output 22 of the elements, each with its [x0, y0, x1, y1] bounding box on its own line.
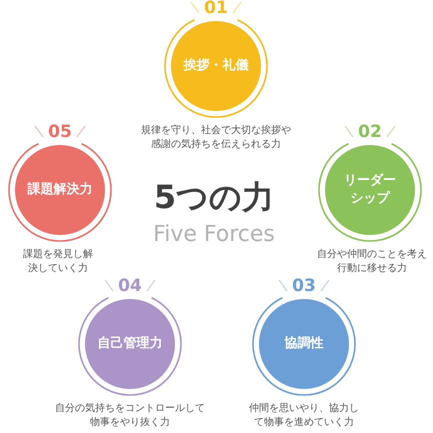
circle-node: [318, 124, 422, 242]
circle-node: [78, 278, 182, 396]
circle-node: [8, 124, 112, 242]
step-number: 02: [358, 124, 382, 141]
subtitle-text: Five Forces: [153, 222, 275, 248]
description-text: 課題を発見し解決していく力: [22, 248, 94, 276]
node-title: 自己管理力: [98, 335, 162, 353]
node-title: 課題解決力: [28, 181, 92, 199]
circle-node: [252, 278, 356, 396]
step-number: 04: [118, 278, 142, 295]
node-title: 挨拶・礼儀: [184, 57, 248, 75]
step-number: 01: [204, 0, 228, 17]
step-number: 05: [48, 124, 72, 141]
circle-node: [164, 0, 268, 118]
diagram-title: 5つの力: [154, 178, 274, 216]
node-title: リーダーシップ: [343, 172, 397, 208]
description-text: 規律を守り、社会で大切な挨拶や感謝の気持ちを伝えられる力: [140, 124, 292, 152]
node-title: 協調性: [284, 335, 324, 353]
description-text: 仲間を思いやり、協力して物事を進めていく力: [248, 402, 360, 430]
step-number: 03: [292, 278, 316, 295]
description-text: 自分の気持ちをコントロールして物事をやり抜く力: [54, 402, 206, 430]
description-text: 自分や仲間のことを考え行動に移せる力: [316, 248, 428, 276]
